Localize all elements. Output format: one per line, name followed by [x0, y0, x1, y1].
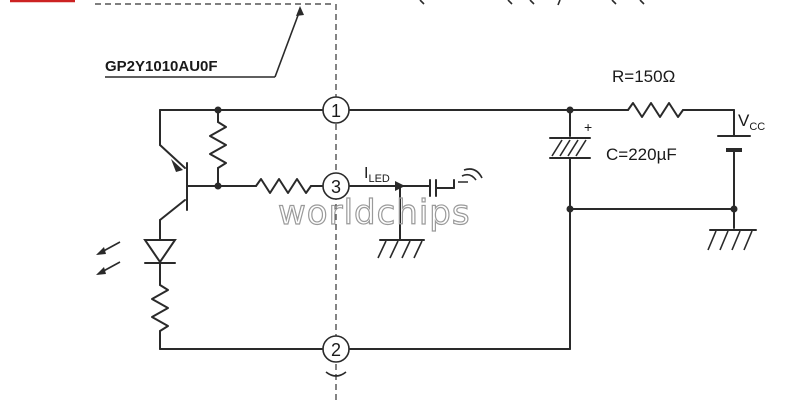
pin2-number: 2 — [331, 340, 341, 360]
supply-resistor-icon — [627, 102, 684, 118]
led-resistor-icon — [151, 284, 169, 332]
pin1-circle — [322, 96, 350, 124]
signal-icon — [458, 168, 483, 183]
light-arrow-head — [96, 247, 106, 255]
part-number-leader — [274, 9, 301, 78]
transistor-emitter-leg — [159, 144, 186, 169]
junction-dot — [730, 205, 738, 213]
leader-arrow-head — [296, 6, 304, 16]
ground-icon — [707, 230, 753, 251]
transistor-collector-leg — [159, 199, 186, 221]
base-resistor-icon — [255, 178, 312, 194]
pin2-clipped-mark — [325, 371, 347, 377]
capacitor-polarity: + — [584, 119, 592, 135]
pin1-number: 1 — [331, 101, 341, 121]
capacitor-label: C=220µF — [606, 145, 677, 164]
light-arrow-head — [96, 267, 106, 275]
capacitor-icon — [551, 139, 587, 157]
watermark: worldchips — [278, 193, 471, 233]
bias-resistor-icon — [209, 121, 227, 169]
pin2-circle — [322, 335, 350, 363]
transistor-arrow-icon — [171, 159, 183, 172]
current-label: ILED — [364, 165, 390, 185]
part-number-label: GP2Y1010AU0F — [105, 58, 218, 75]
ground-icon — [377, 240, 423, 259]
top-clipped-fragments — [419, 0, 645, 6]
pin3-number: 3 — [331, 177, 341, 197]
vcc-label: VCC — [738, 111, 765, 133]
resistor-label: R=150Ω — [612, 67, 675, 86]
led-diode-icon — [143, 239, 177, 264]
